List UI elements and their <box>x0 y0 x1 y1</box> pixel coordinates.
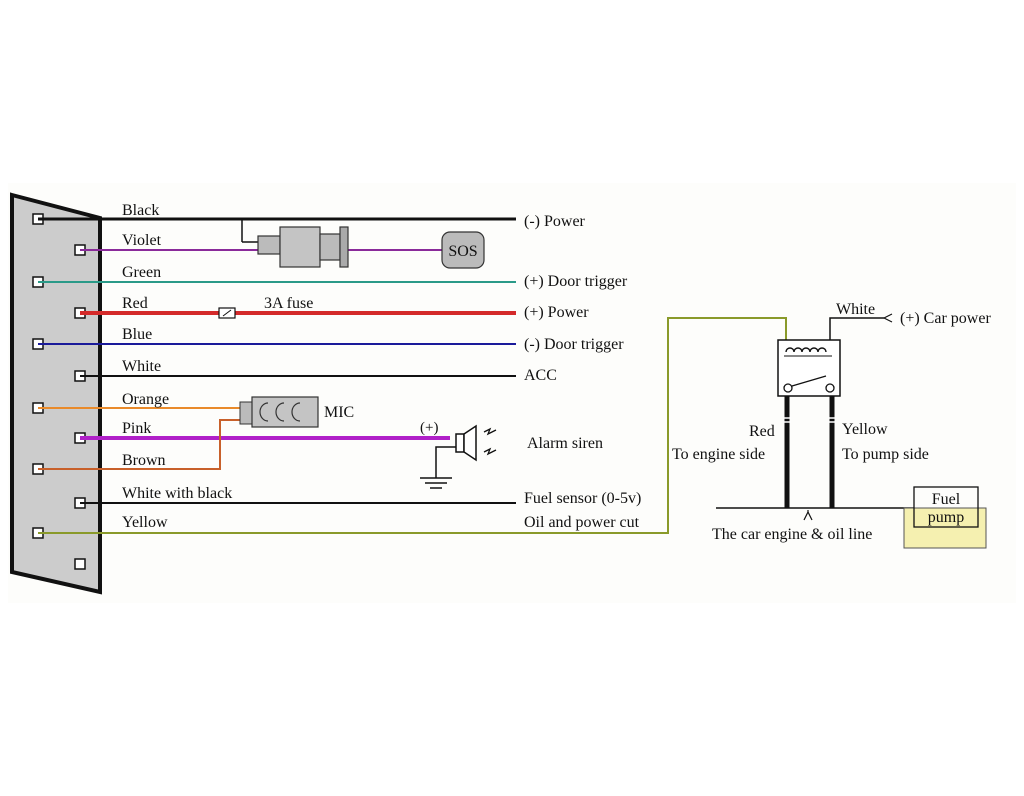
pump-area <box>903 507 987 549</box>
microphone: MIC <box>239 396 354 428</box>
label-black: Black <box>122 202 159 219</box>
fuse: 3A fuse <box>218 295 313 319</box>
relay-section: White (+) Car power Red Yellow To engine… <box>672 301 991 549</box>
terminal-pos-door-trigger: (+) Door trigger <box>524 273 628 290</box>
sos-housing <box>279 226 321 268</box>
connector-body <box>10 192 102 595</box>
siren-sound-wave-1 <box>483 427 497 436</box>
mic-plug <box>239 401 253 425</box>
car-power-arrow-icon <box>883 313 893 323</box>
fuel-label: Fuel <box>932 491 961 508</box>
terminal-pos-power: (+) Power <box>524 304 589 321</box>
sos-pad <box>441 231 485 269</box>
label-yellow: Yellow <box>122 514 168 531</box>
relay-white-wire <box>829 317 884 342</box>
relay-white-label: White <box>836 301 875 318</box>
terminal-oil-power-cut: Oil and power cut <box>524 514 640 531</box>
relay-red-label: Red <box>749 423 775 440</box>
wire-brown <box>38 419 246 470</box>
terminal-neg-door-trigger: (-) Door trigger <box>524 336 624 353</box>
label-violet: Violet <box>122 232 162 249</box>
label-brown: Brown <box>122 452 166 469</box>
siren-label: Alarm siren <box>527 435 603 452</box>
mic-grille <box>259 402 301 422</box>
fuel-pump-box <box>913 486 979 528</box>
relay-contact-left <box>783 383 793 393</box>
car-power-label: (+) Car power <box>900 310 991 327</box>
alarm-siren: (+) Alarm siren <box>420 420 603 489</box>
label-orange: Orange <box>122 391 169 408</box>
relay-coil-icon <box>785 347 827 353</box>
sos-button: SOS <box>241 219 485 269</box>
connector-pin <box>74 558 86 570</box>
relay-switch-arm <box>791 375 827 387</box>
label-green: Green <box>122 264 161 281</box>
mic-label: MIC <box>324 404 354 421</box>
label-white: White <box>122 358 161 375</box>
label-red: Red <box>122 295 148 312</box>
fuse-label: 3A fuse <box>264 295 313 312</box>
siren-sound-wave-2 <box>483 447 497 456</box>
sos-flange <box>339 226 349 268</box>
mic-body <box>251 396 319 428</box>
relay-contact-right <box>825 383 835 393</box>
oil-line-label: The car engine & oil line <box>712 526 872 543</box>
siren-ground-lead <box>435 446 456 478</box>
label-pink: Pink <box>122 420 151 437</box>
fuse-element <box>222 309 232 317</box>
siren-plus-label: (+) <box>420 420 438 436</box>
terminal-fuel-sensor: Fuel sensor (0-5v) <box>524 490 641 507</box>
line-cut-icon <box>803 510 813 521</box>
sos-label: SOS <box>448 243 477 260</box>
relay-yellow-label: Yellow <box>842 421 888 438</box>
wire-yellow <box>38 317 787 534</box>
pump-label: pump <box>928 509 964 526</box>
engine-side-label: To engine side <box>672 446 765 463</box>
terminal-neg-power: (-) Power <box>524 213 586 230</box>
wire-group <box>38 217 787 534</box>
siren-horn <box>463 424 477 462</box>
wire-labels: Black Violet Green Red Blue White Orange… <box>122 202 232 531</box>
sos-plunger <box>319 233 341 261</box>
terminal-labels: (-) Power (+) Door trigger (+) Power (-)… <box>524 213 641 531</box>
label-white-with-black: White with black <box>122 485 232 502</box>
pump-side-label: To pump side <box>842 446 929 463</box>
sos-cap <box>257 235 281 255</box>
terminal-acc: ACC <box>524 367 557 384</box>
siren-body <box>455 433 465 453</box>
label-blue: Blue <box>122 326 152 343</box>
